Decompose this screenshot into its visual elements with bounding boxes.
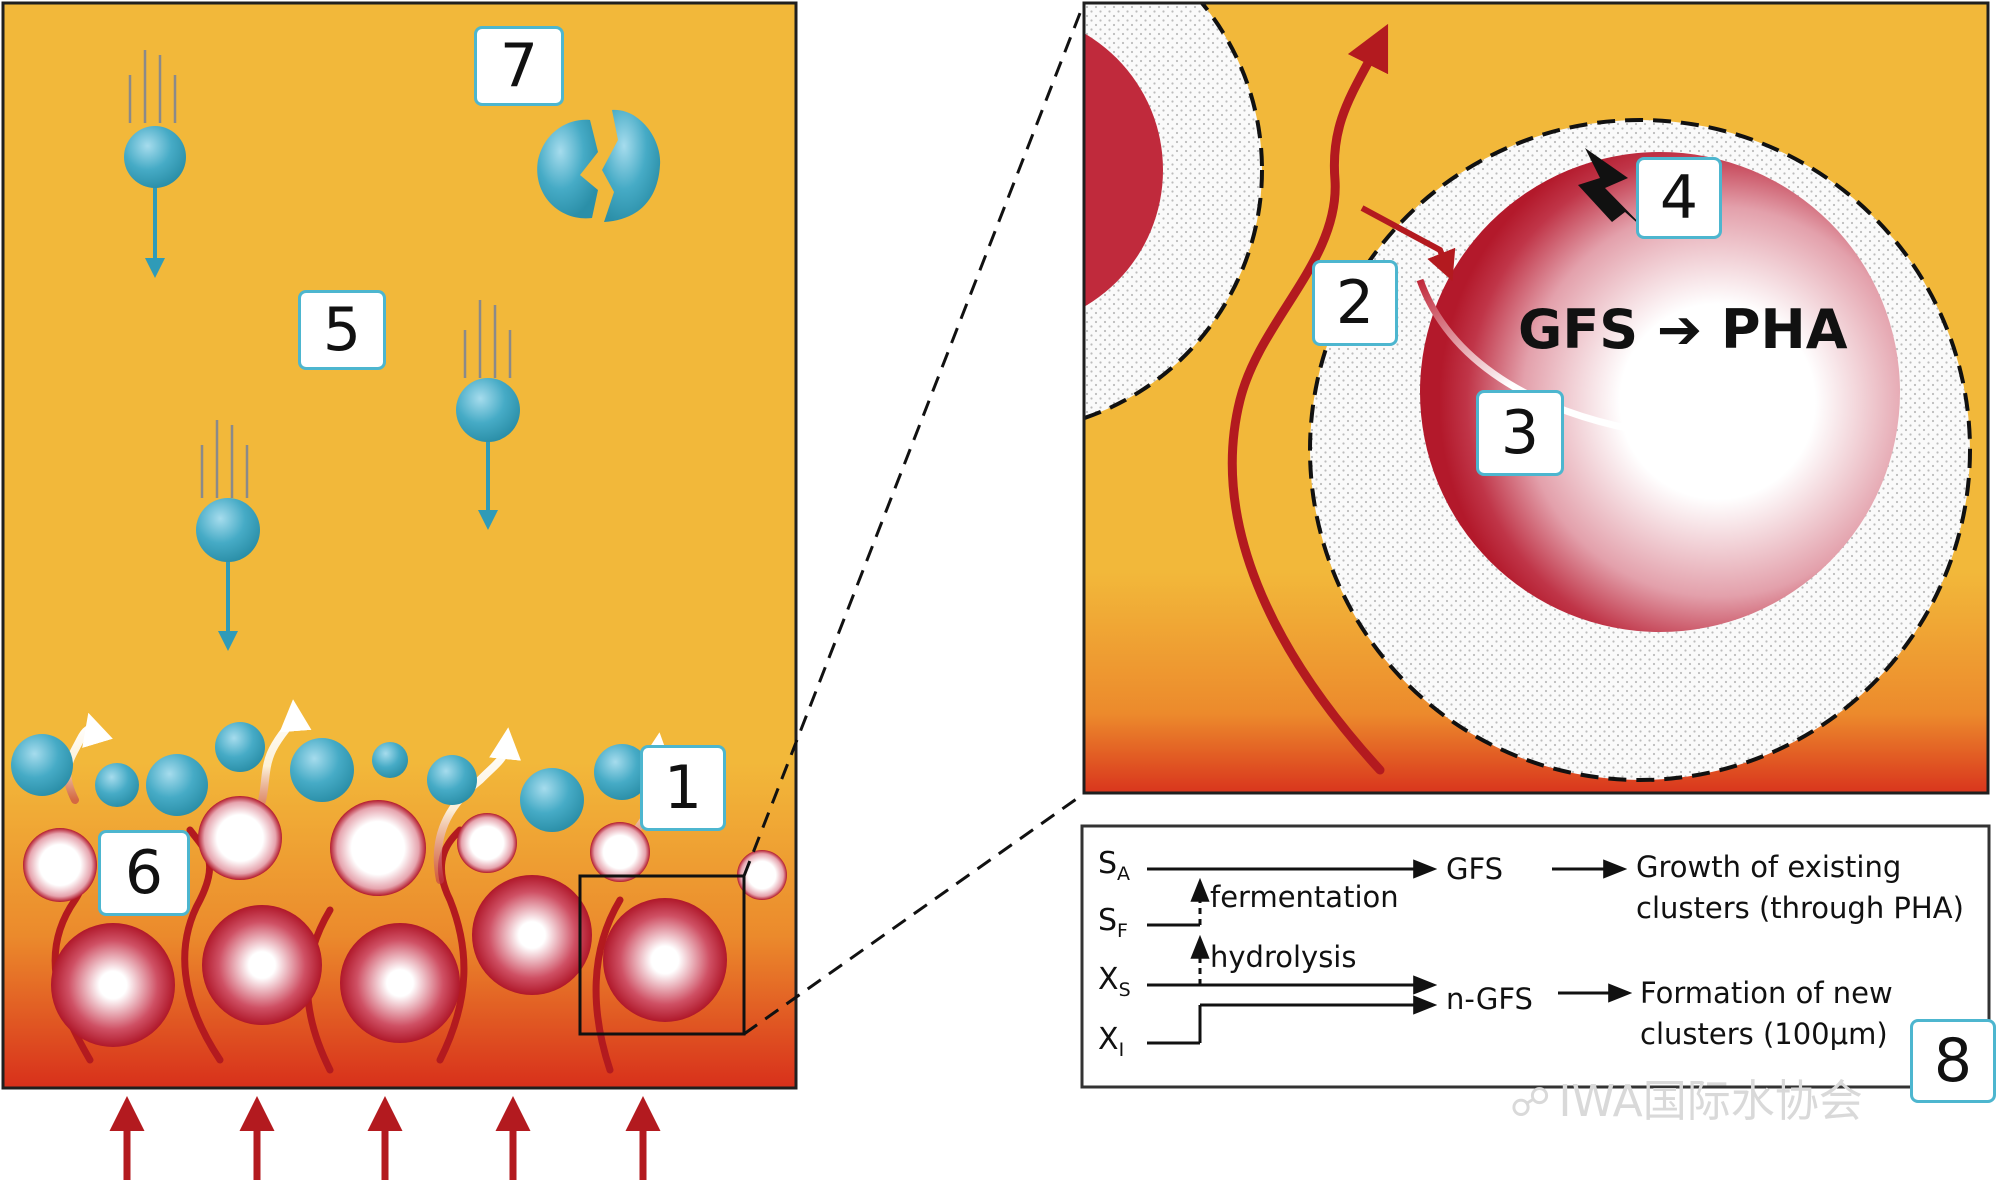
zoom-inset-box [578, 874, 746, 1036]
legend-panel [1080, 824, 1991, 1089]
gfs-pha-equation: GFS ➔ PHA [1518, 298, 1848, 361]
outcome-growth-1: Growth of existing [1636, 850, 1902, 884]
uptake-arrow [1360, 205, 1456, 282]
label-5-text: 5 [322, 295, 362, 365]
symbol-sa: SA [1098, 846, 1131, 885]
outcome-formation-2: clusters (100μm) [1640, 1017, 1888, 1051]
label-4-text: 4 [1659, 163, 1699, 233]
settling-floc [456, 300, 520, 530]
process-fermentation: fermentation [1210, 880, 1399, 914]
settling-flocs [124, 50, 520, 651]
label-2-text: 2 [1335, 268, 1375, 338]
label-3-text: 3 [1500, 398, 1540, 468]
label-8-text: 8 [1933, 1026, 1973, 1096]
symbol-xi: XI [1098, 1022, 1125, 1061]
watermark-text: IWA国际水协会 [1558, 1076, 1863, 1127]
legend-lines [1147, 859, 1633, 1045]
diffusion-path [1416, 278, 1702, 451]
watermark: ☍IWA国际水协会 [1510, 1065, 1863, 1129]
label-6: 6 [98, 830, 190, 916]
label-8: 8 [1910, 1019, 1996, 1103]
symbol-xs: XS [1098, 962, 1131, 1001]
label-7: 7 [474, 26, 564, 106]
label-5: 5 [298, 290, 386, 370]
influent-arrows [109, 1096, 661, 1180]
product-gfs: GFS [1446, 852, 1504, 886]
neighbour-granule [1084, 33, 1163, 307]
granule-bed [23, 796, 787, 1047]
zoom-connectors [742, 7, 1084, 1036]
settling-floc [196, 420, 260, 651]
outcome-formation-1: Formation of new [1640, 976, 1893, 1010]
wechat-icon: ☍ [1510, 1080, 1551, 1126]
label-1-text: 1 [663, 753, 703, 823]
label-2: 2 [1312, 260, 1398, 346]
process-hydrolysis: hydrolysis [1210, 940, 1357, 974]
granule-core [1420, 152, 1900, 632]
symbol-sf: SF [1098, 903, 1128, 942]
product-ngfs: n-GFS [1446, 982, 1533, 1016]
label-3: 3 [1476, 390, 1564, 476]
label-1: 1 [640, 745, 726, 831]
zoom-border [1082, 1, 1990, 795]
reactor-panel [1, 1, 798, 1090]
label-6-text: 6 [124, 838, 164, 908]
zoom-panel [1082, 1, 1990, 795]
lightning-icon [1578, 148, 1652, 236]
substrate-flow [1227, 23, 1389, 775]
outcome-growth-2: clusters (through PHA) [1636, 891, 1964, 925]
label-7-text: 7 [499, 31, 539, 101]
broken-granule [537, 109, 661, 222]
settling-floc [124, 50, 186, 278]
label-4: 4 [1636, 157, 1722, 239]
